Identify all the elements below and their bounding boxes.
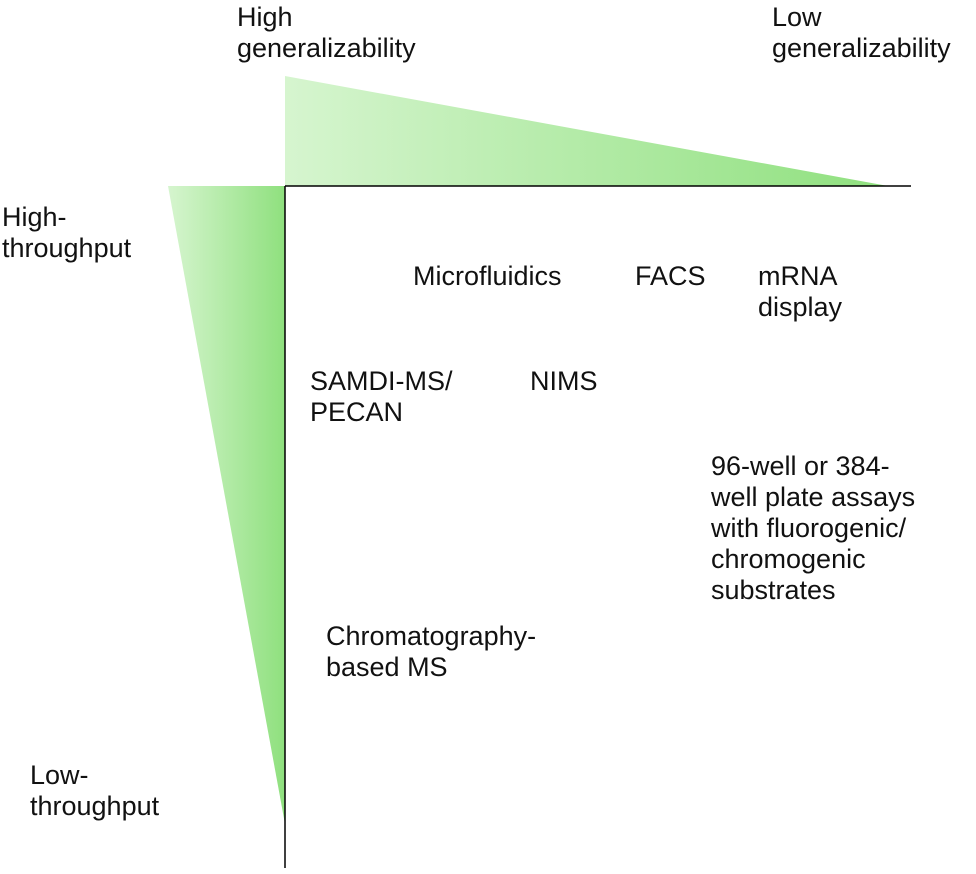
high-generalizability-label: High generalizability — [237, 2, 416, 63]
method-facs: FACS — [635, 261, 706, 291]
method-nims: NIMS — [530, 366, 598, 396]
throughput-wedge — [168, 186, 285, 824]
low-throughput-label: Low- throughput — [30, 760, 160, 821]
method-mrna-display: mRNA display — [758, 261, 843, 322]
method-samdi-ms: SAMDI-MS/ PECAN — [310, 366, 453, 427]
method-plate-assays: 96-well or 384- well plate assays with f… — [711, 451, 916, 605]
method-microfluidics: Microfluidics — [413, 261, 562, 291]
low-generalizability-label: Low generalizability — [772, 2, 951, 63]
high-throughput-label: High- throughput — [2, 202, 132, 263]
generalizability-wedge — [285, 76, 888, 186]
method-chromatography-ms: Chromatography- based MS — [326, 621, 537, 682]
